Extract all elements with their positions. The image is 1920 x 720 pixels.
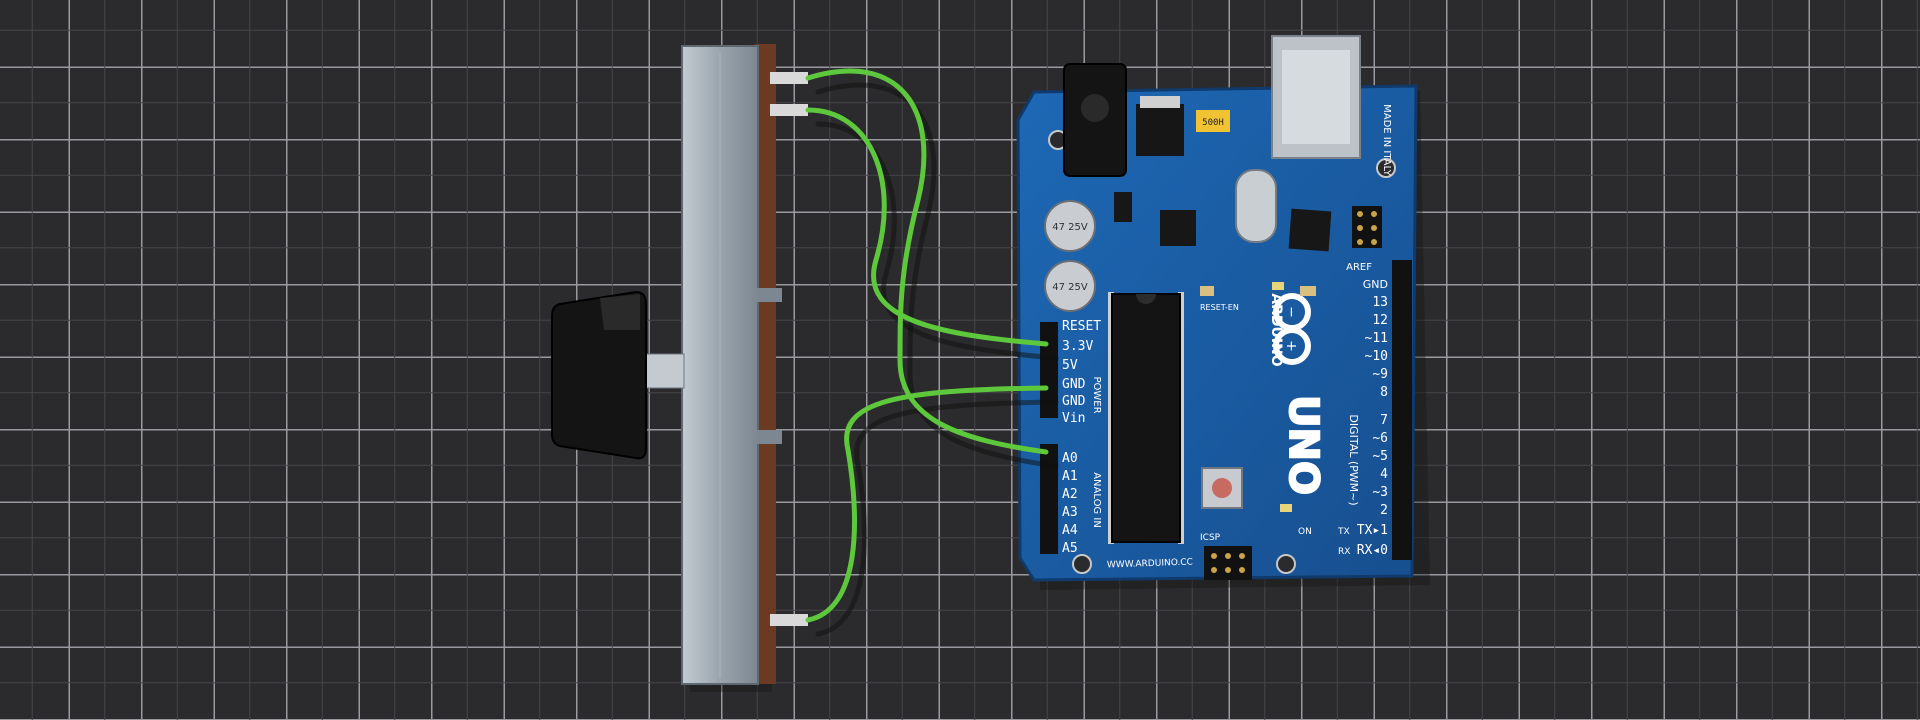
- icsp2-header: [1352, 206, 1382, 248]
- jumper-wires: [805, 68, 1059, 637]
- analog-pin-a4: A4: [1062, 523, 1078, 538]
- analog-pin-a1: A1: [1062, 469, 1078, 484]
- aref-label: AREF: [1346, 262, 1372, 273]
- power-section-label: POWER: [1091, 376, 1102, 413]
- svg-text:+: +: [1283, 340, 1299, 352]
- crystal-oscillator: [1235, 169, 1277, 243]
- wire-slider-to-a0: [805, 68, 1049, 455]
- on-led-label: ON: [1298, 527, 1312, 537]
- digital-pin-2: 2: [1380, 503, 1388, 518]
- svg-text:47 25V: 47 25V: [1052, 222, 1088, 233]
- power-pin-gnd-2: GND: [1062, 394, 1086, 409]
- slider-pin-3: [770, 614, 808, 626]
- digital-pin-13: 13: [1372, 295, 1388, 310]
- digital-pin-8: 8: [1380, 385, 1388, 400]
- digital-pin-10: ~10: [1365, 349, 1388, 364]
- digital-pin-7: 7: [1380, 413, 1388, 428]
- reset-en-label: RESET-EN: [1200, 303, 1239, 312]
- slider-pin-1: [770, 72, 808, 84]
- analog-pin-a5: A5: [1062, 541, 1078, 556]
- power-pin-gnd-1: GND: [1062, 377, 1086, 392]
- digital-pin-0: RX◂0: [1357, 543, 1388, 558]
- power-pin-reset: RESET: [1062, 319, 1101, 334]
- slider-pin-2: [770, 104, 808, 116]
- website-label: WWW.ARDUINO.CC: [1107, 558, 1193, 571]
- analog-pin-a3: A3: [1062, 505, 1078, 520]
- digital-pin-12: 12: [1372, 313, 1388, 328]
- analog-pin-a0: A0: [1062, 451, 1078, 466]
- analog-header: [1040, 444, 1058, 554]
- digital-pin-6: ~6: [1372, 431, 1388, 446]
- power-pin-5v: 5V: [1062, 358, 1078, 373]
- icsp-label: ICSP: [1200, 533, 1221, 543]
- digital-section-label: DIGITAL (PWM~): [1347, 414, 1360, 505]
- icsp-header: [1204, 546, 1252, 580]
- reset-button: [1201, 467, 1243, 509]
- tx-label: TX: [1337, 527, 1350, 537]
- wire-slider-to-3v3: [805, 107, 1049, 347]
- digital-header: [1392, 260, 1412, 560]
- arduino-logo: − +: [1273, 293, 1311, 365]
- slide-potentiometer: [551, 44, 808, 692]
- usb-interface-chip: [1288, 208, 1332, 252]
- digital-pin-9: ~9: [1372, 367, 1388, 382]
- capacitor-top: 47 25V: [1044, 200, 1096, 252]
- wire-slider-to-gnd: [805, 385, 1049, 623]
- svg-text:−: −: [1283, 306, 1299, 318]
- power-pin-vin: Vin: [1062, 411, 1085, 426]
- arduino-uno-board: 500H 47 25V 47 25V: [1016, 35, 1430, 590]
- slider-pcb-strip: [754, 44, 776, 684]
- model-label: UNO: [1280, 395, 1326, 495]
- digital-pin-5: ~5: [1372, 449, 1388, 464]
- digital-pin-11: ~11: [1365, 331, 1388, 346]
- made-in-italy-label: MADE IN ITALY: [1381, 104, 1392, 177]
- op-amp-chip: [1160, 210, 1196, 246]
- voltage-regulator: [1136, 104, 1184, 156]
- atmega-microcontroller: [1108, 292, 1184, 544]
- power-pin-3v3: 3.3V: [1062, 339, 1093, 354]
- gnd-digital-label: GND: [1363, 278, 1388, 291]
- crystal-label: 500H: [1202, 118, 1224, 128]
- brand-label: ARDUINO: [1268, 293, 1284, 367]
- svg-text:47 25V: 47 25V: [1052, 282, 1088, 293]
- on-led: [1280, 504, 1292, 512]
- digital-pin-3: ~3: [1372, 485, 1388, 500]
- rx-label: RX: [1338, 547, 1350, 557]
- digital-pin-4: 4: [1380, 467, 1388, 482]
- analog-pin-a2: A2: [1062, 487, 1078, 502]
- capacitor-bottom: 47 25V: [1044, 260, 1096, 312]
- slider-knob: [551, 290, 647, 460]
- analog-section-label: ANALOG IN: [1091, 472, 1102, 528]
- digital-pin-1: TX▸1: [1357, 523, 1388, 538]
